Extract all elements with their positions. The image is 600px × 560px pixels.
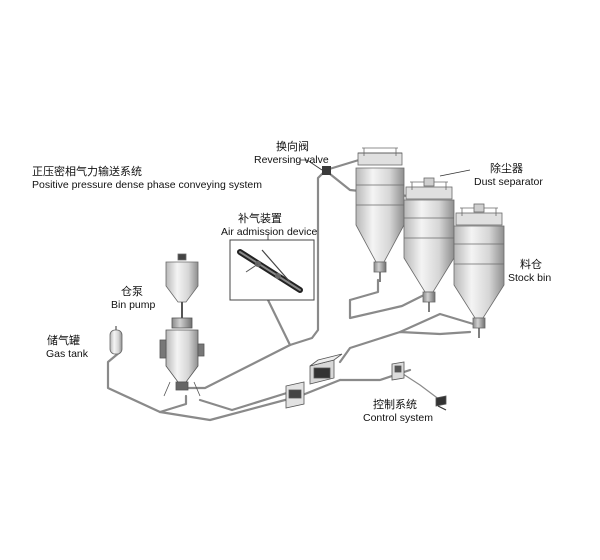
air-admission-label-zh: 补气装置 — [238, 212, 282, 225]
stock-bin-label-en: Stock bin — [508, 272, 552, 284]
leader-lines — [267, 159, 471, 240]
control-pipe-1 — [198, 390, 292, 412]
main-conveying-pipe — [184, 168, 328, 390]
control-system-label-zh: 控制系统 — [373, 398, 417, 411]
dust-separator-label-zh: 除尘器 — [490, 162, 523, 175]
system-title-zh: 正压密相气力输送系统 — [32, 165, 142, 178]
control-cable — [399, 371, 441, 401]
silo-feed-pipe-2 — [338, 330, 472, 364]
silo-3 — [453, 203, 505, 338]
gas-tank-label-en: Gas tank — [46, 348, 89, 360]
gas-tank-label-zh: 储气罐 — [47, 334, 80, 347]
control-system-equipment — [285, 353, 447, 411]
bin-pump-vessel — [159, 317, 205, 397]
system-title-en: Positive pressure dense phase conveying … — [32, 179, 262, 191]
bin-pump-label-zh: 仓泵 — [121, 285, 143, 298]
reversing-valve-label-en: Reversing valve — [254, 154, 329, 166]
silo-feed-pipe-4 — [348, 290, 432, 320]
control-system-label-en: Control system — [363, 412, 434, 424]
silo-feed-pipe-3 — [348, 278, 380, 302]
air-admission-pipe — [266, 298, 292, 347]
dust-separator-label-en: Dust separator — [474, 176, 543, 188]
silo-feed-pipe-5 — [398, 312, 482, 334]
reversing-valve-label-zh: 换向阀 — [276, 140, 309, 153]
bin-pump-label-en: Bin pump — [111, 299, 156, 311]
pipelines — [106, 154, 482, 422]
reversing-valve — [322, 166, 331, 175]
air-admission-label-en: Air admission device — [221, 226, 318, 238]
gas-supply-pipe-2 — [158, 378, 342, 422]
stock-bin-label-zh: 料仓 — [520, 258, 542, 271]
gas-tank — [109, 326, 123, 355]
air-admission-device — [229, 239, 315, 301]
silo-2 — [403, 177, 455, 312]
feed-hopper — [165, 253, 199, 322]
silo-1 — [355, 147, 405, 282]
gas-supply-pipe — [106, 350, 188, 414]
